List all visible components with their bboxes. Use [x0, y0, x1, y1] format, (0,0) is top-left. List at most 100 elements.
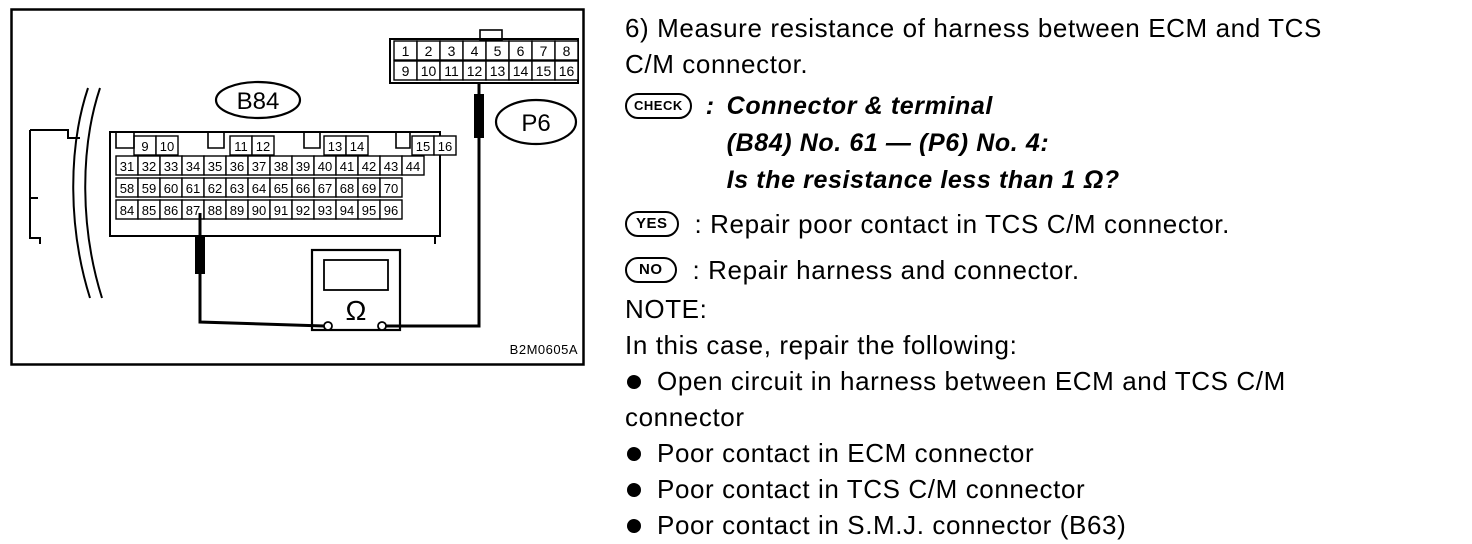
- meter-terminal-right: [377, 321, 387, 331]
- pin-number: 40: [318, 159, 332, 174]
- check-line-2: (B84) No. 61 — (P6) No. 4:: [726, 129, 1050, 157]
- pin-number: 86: [164, 203, 178, 218]
- pin-number: 70: [384, 181, 398, 196]
- diagram-frame: [10, 8, 585, 366]
- pin-number: 13: [490, 63, 506, 79]
- pin-number: 10: [160, 139, 174, 154]
- pin-number: 66: [296, 181, 310, 196]
- note-item-text: Open circuit in harness between ECM and …: [657, 366, 1286, 396]
- b84-probe: [195, 236, 205, 274]
- pin-cell: [345, 135, 369, 156]
- pin-number: 2: [425, 43, 433, 59]
- pin-number: 5: [494, 43, 502, 59]
- pin-number: 10: [421, 63, 437, 79]
- lead-right: [386, 138, 481, 328]
- pin-number: 62: [208, 181, 222, 196]
- ohm-symbol: Ω: [346, 295, 367, 326]
- instruction-text: 6) Measure resistance of harness between…: [625, 10, 1465, 543]
- pin-number: 6: [517, 43, 525, 59]
- note-heading: NOTE:: [625, 294, 708, 324]
- pin-number: 14: [350, 139, 364, 154]
- yes-text: : Repair poor contact in TCS C/M connect…: [694, 209, 1230, 239]
- pin-cell: [401, 155, 425, 176]
- pin-cell: [554, 40, 579, 61]
- meter-terminal-left: [323, 321, 333, 331]
- p6-label: P6: [521, 110, 550, 137]
- pin-number: 11: [444, 63, 459, 79]
- pin-number: 95: [362, 203, 376, 218]
- pin-number: 61: [186, 181, 200, 196]
- pin-number: 44: [406, 159, 420, 174]
- pin-number: 15: [416, 139, 430, 154]
- check-badge: CHECK: [625, 93, 692, 119]
- note-item-text: Poor contact in S.M.J. connector (B63): [657, 510, 1127, 540]
- check-text: Connector & terminal (B84) No. 61 — (P6)…: [727, 88, 1120, 199]
- connector-notch: [207, 132, 225, 149]
- pin-number: 41: [340, 159, 354, 174]
- pin-cell: [155, 135, 179, 156]
- yes-badge: YES: [625, 211, 679, 237]
- p6-label-oval: [494, 98, 578, 146]
- pin-cell: [379, 177, 403, 198]
- b84-label-oval: [214, 80, 302, 120]
- note-intro: In this case, repair the following:: [625, 330, 1018, 360]
- pin-number: 14: [513, 63, 529, 79]
- pin-number: 12: [467, 63, 483, 79]
- pin-number: 87: [186, 203, 200, 218]
- pin-number: 60: [164, 181, 178, 196]
- pin-number: 63: [230, 181, 244, 196]
- pin-number: 84: [120, 203, 134, 218]
- p6-lock-tab: [479, 29, 503, 41]
- pin-number: 37: [252, 159, 266, 174]
- no-badge: NO: [625, 257, 677, 283]
- step-line-1: 6) Measure resistance of harness between…: [625, 13, 1322, 43]
- pin-number: 65: [274, 181, 288, 196]
- ecm-body-stub: [29, 129, 80, 244]
- note-item: Poor contact in TCS C/M connector: [625, 471, 1465, 507]
- pin-number: 33: [164, 159, 178, 174]
- b84-label: B84: [237, 88, 280, 115]
- pin-cell: [379, 199, 403, 220]
- pin-number: 32: [142, 159, 156, 174]
- yes-row: YES : Repair poor contact in TCS C/M con…: [625, 203, 1465, 245]
- note-item: Poor contact in S.M.J. connector (B63): [625, 507, 1465, 543]
- bullet-icon: [627, 375, 641, 389]
- pin-number: 34: [186, 159, 200, 174]
- no-text: : Repair harness and connector.: [692, 255, 1080, 285]
- pin-number: 9: [402, 63, 410, 79]
- pin-cell: [251, 135, 275, 156]
- note-item: Poor contact in ECM connector: [625, 435, 1465, 471]
- pin-number: 88: [208, 203, 222, 218]
- pin-number: 85: [142, 203, 156, 218]
- pin-cell: [433, 135, 457, 156]
- pin-number: 43: [384, 159, 398, 174]
- break-line-2: [84, 87, 103, 299]
- bullet-icon: [627, 519, 641, 533]
- check-line-3: Is the resistance less than 1 Ω?: [726, 166, 1120, 194]
- check-colon: :: [705, 92, 715, 120]
- break-line-1: [72, 87, 91, 299]
- pin-number: 68: [340, 181, 354, 196]
- pin-number: 67: [318, 181, 332, 196]
- pin-number: 64: [252, 181, 266, 196]
- check-block: CHECK : Connector & terminal (B84) No. 6…: [625, 88, 1465, 199]
- pin-number: 31: [120, 159, 134, 174]
- pin-number: 96: [384, 203, 398, 218]
- pin-number: 13: [328, 139, 342, 154]
- pin-number: 11: [234, 139, 248, 154]
- b84-housing: [109, 131, 441, 237]
- pin-number: 36: [230, 159, 244, 174]
- pin-number: 7: [540, 43, 548, 59]
- no-row: NO : Repair harness and connector.: [625, 249, 1465, 291]
- check-line-1: Connector & terminal: [726, 92, 993, 120]
- step-line-2: C/M connector.: [625, 49, 809, 79]
- lead-left: [198, 274, 325, 328]
- pin-number: 16: [559, 63, 575, 79]
- pin-number: 9: [141, 139, 148, 154]
- connector-notch: [303, 132, 321, 149]
- pin-number: 1: [402, 43, 410, 59]
- connector-notch: [395, 132, 411, 149]
